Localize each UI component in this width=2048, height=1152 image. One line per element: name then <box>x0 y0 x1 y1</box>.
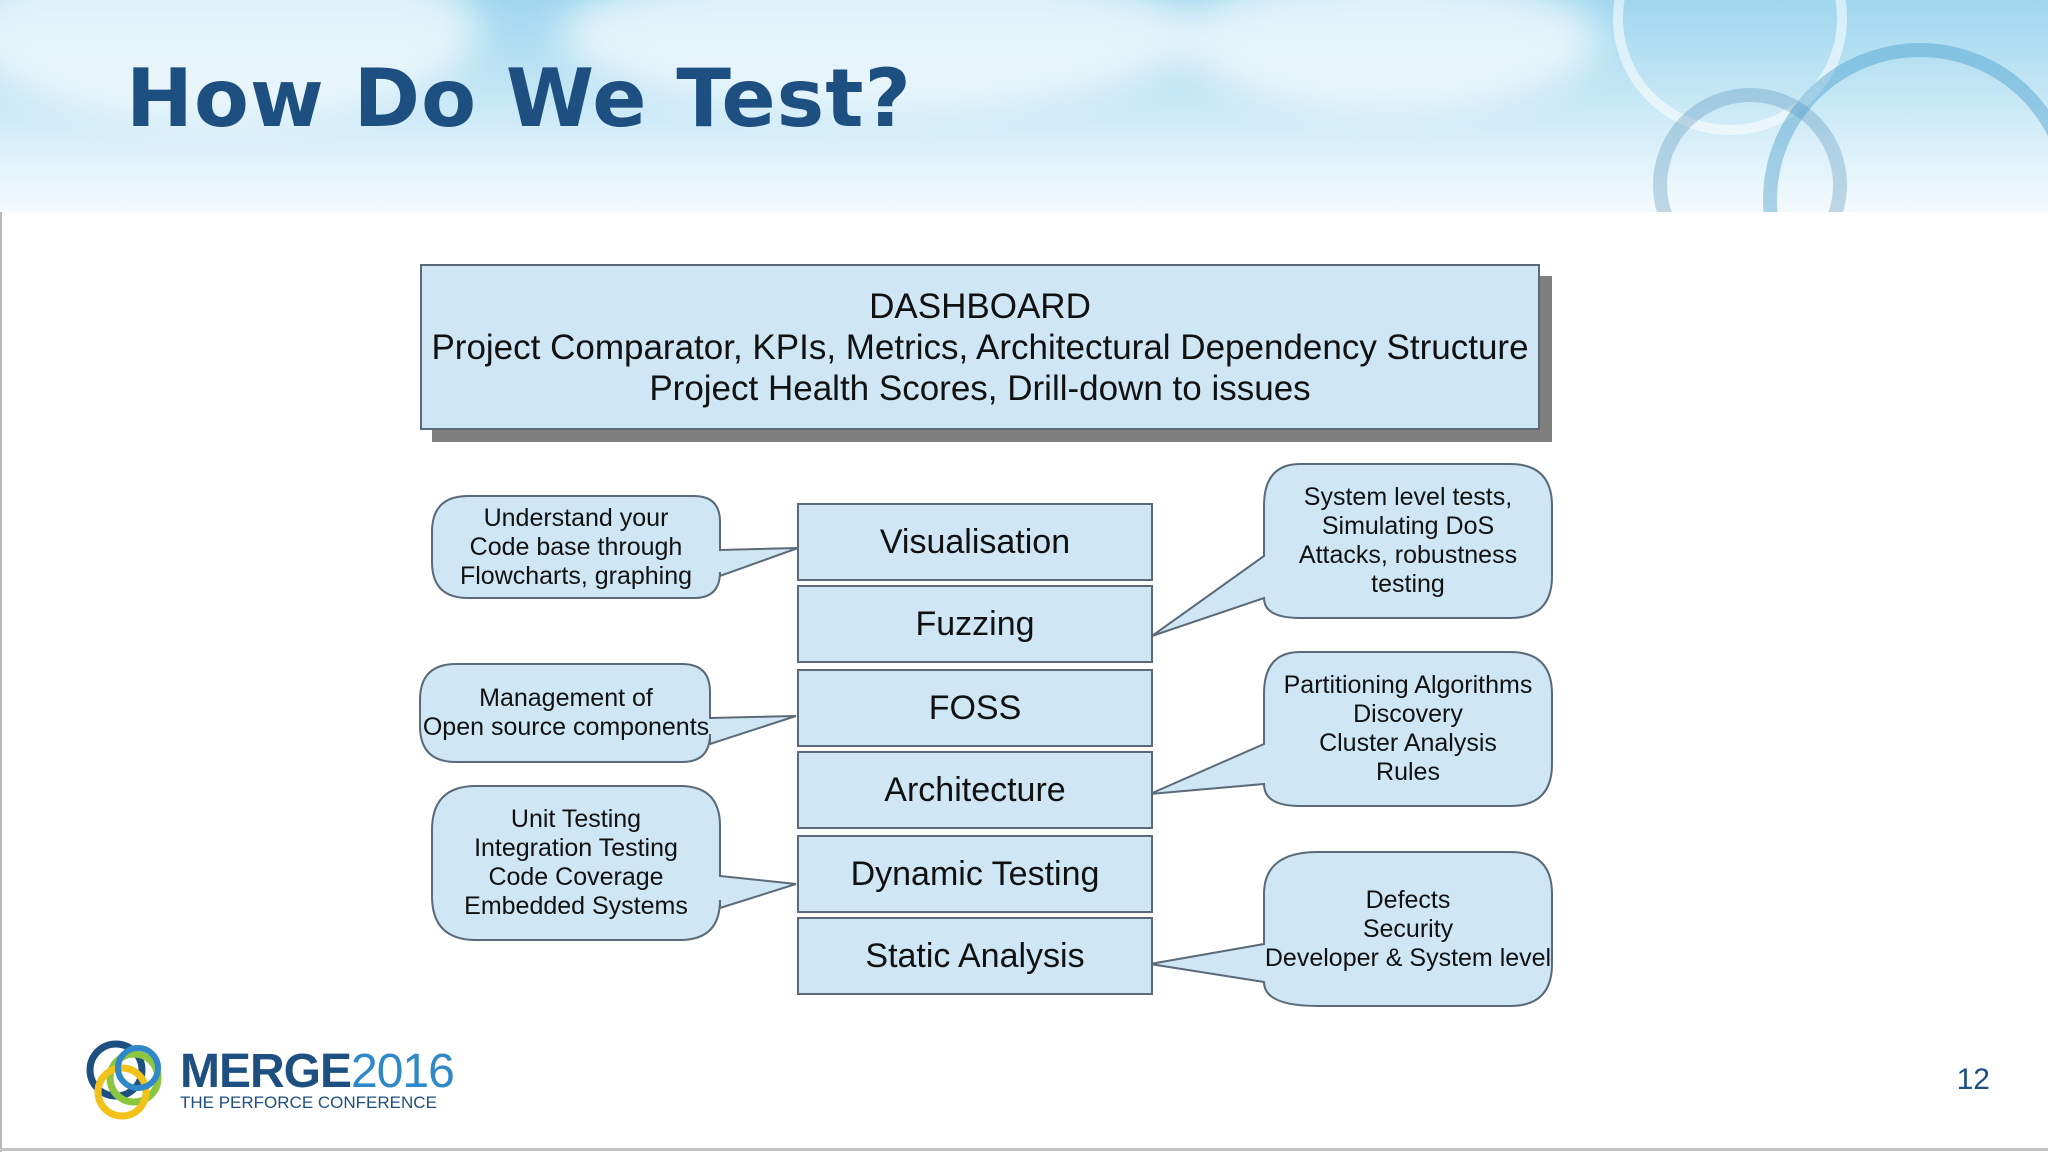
bottom-frame-line <box>0 1148 2048 1151</box>
callout-line: Developer & System level <box>1264 943 1552 972</box>
category-box-foss <box>797 669 1153 747</box>
callout-line: Partitioning Algorithms <box>1283 671 1533 699</box>
callout-line: Management of <box>479 684 653 712</box>
callout-left-foss <box>419 663 797 763</box>
callout-line: Attacks, robustness <box>1298 541 1518 569</box>
header-cloud <box>1180 0 1600 110</box>
callout-left-visualisation <box>431 495 799 599</box>
logo-brand: MERGE <box>180 1045 352 1098</box>
left-frame-line <box>0 212 2 1152</box>
callout-line: Discovery <box>1353 700 1463 728</box>
logo-tagline: THE PERFORCE CONFERENCE <box>180 1093 437 1112</box>
callout-line: Understand your <box>483 503 669 532</box>
category-label-foss: FOSS <box>928 688 1022 727</box>
category-box-architecture <box>797 751 1153 829</box>
callout-line: Cluster Analysis <box>1319 729 1497 757</box>
header-banner: How Do We Test? <box>0 0 2048 212</box>
callout-right-architecture-text: Partitioning Algorithms Discovery Cluste… <box>1264 652 1552 806</box>
category-label-fuzzing: Fuzzing <box>915 604 1035 643</box>
callout-right-fuzzing <box>1151 463 1553 637</box>
dashboard-heading: DASHBOARD <box>869 286 1091 326</box>
callout-line: System level tests, <box>1303 483 1513 511</box>
callout-left-foss-text: Management of Open source components <box>416 664 716 762</box>
callout-line: Open source components <box>422 713 710 741</box>
dashboard-box: DASHBOARD Project Comparator, KPIs, Metr… <box>420 264 1540 430</box>
merge-logo-rings <box>86 1040 162 1120</box>
dashboard-line: Project Comparator, KPIs, Metrics, Archi… <box>431 327 1529 367</box>
callout-line: Flowcharts, graphing <box>459 561 693 590</box>
logo-year: 2016 <box>351 1045 455 1098</box>
callout-line: Security <box>1362 914 1454 943</box>
callout-line: Code Coverage <box>488 863 664 891</box>
category-label-dynamic-testing: Dynamic Testing <box>850 854 1100 893</box>
callout-line: Unit Testing <box>510 805 642 833</box>
callout-line: testing <box>1371 570 1445 598</box>
callout-line: Code base through <box>469 532 683 561</box>
slide-title: How Do We Test? <box>126 52 912 145</box>
category-box-fuzzing <box>797 585 1153 663</box>
category-label-visualisation: Visualisation <box>879 522 1071 561</box>
category-label-architecture: Architecture <box>884 770 1066 809</box>
callout-line: Rules <box>1376 758 1440 786</box>
callout-left-visualisation-text: Understand your Code base through Flowch… <box>432 496 720 598</box>
callout-right-fuzzing-text: System level tests, Simulating DoS Attac… <box>1264 464 1552 618</box>
page-number: 12 <box>1956 1063 1990 1096</box>
category-box-dynamic-testing <box>797 835 1153 913</box>
dashboard-line: Project Health Scores, Drill-down to iss… <box>649 368 1311 408</box>
callout-line: Defects <box>1365 885 1451 914</box>
callout-line: Integration Testing <box>474 834 678 862</box>
callout-line: Embedded Systems <box>464 892 688 920</box>
callout-line: Simulating DoS <box>1321 512 1495 540</box>
callout-left-dynamic <box>431 785 797 941</box>
category-box-visualisation <box>797 503 1153 581</box>
category-box-static-analysis <box>797 917 1153 995</box>
logo-wordmark: MERGE2016 <box>180 1045 455 1098</box>
callout-left-dynamic-text: Unit Testing Integration Testing Code Co… <box>432 786 720 940</box>
callout-right-static <box>1149 851 1553 1007</box>
category-label-static-analysis: Static Analysis <box>865 936 1085 975</box>
callout-right-architecture <box>1149 651 1553 807</box>
callout-right-static-text: Defects Security Developer & System leve… <box>1258 852 1558 1006</box>
header-rings-decoration <box>1613 0 2048 212</box>
